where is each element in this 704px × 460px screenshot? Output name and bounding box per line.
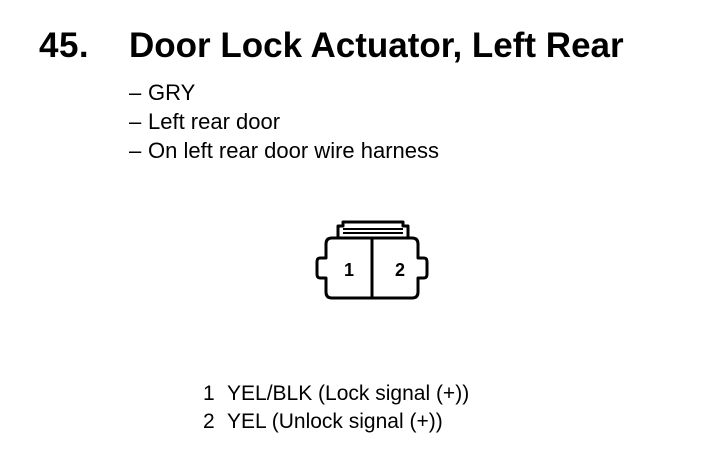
pinout-list: 1 YEL/BLK (Lock signal (+)) 2 YEL (Unlock … <box>203 380 683 436</box>
pin-description: YEL/BLK (Lock signal (+)) <box>227 382 470 405</box>
connector-face-illustration: 1 2 <box>315 220 429 300</box>
connector-color: GRY <box>148 80 196 105</box>
pin-number: 2 <box>203 410 215 433</box>
connector-harness: On left rear door wire harness <box>148 138 440 163</box>
bullet-dash: – <box>129 109 142 134</box>
pinout-row: 2 YEL (Unlock signal (+)) <box>203 408 683 436</box>
bullet-dash: – <box>129 138 142 163</box>
component-number: 45. <box>39 26 90 65</box>
connector-location-line: –Left rear door <box>129 107 689 136</box>
terminal-1-label: 1 <box>344 260 354 280</box>
terminal-2-label: 2 <box>395 260 405 280</box>
component-heading: 45. Door Lock Actuator, Left Rear <box>0 22 704 72</box>
pin-description: YEL (Unlock signal (+)) <box>227 410 443 433</box>
pin-number: 1 <box>203 382 215 405</box>
connector-locking-tab <box>336 220 410 238</box>
connector-color-line: –GRY <box>129 78 689 107</box>
pinout-row: 1 YEL/BLK (Lock signal (+)) <box>203 380 683 408</box>
bullet-dash: – <box>129 80 142 105</box>
connector-harness-line: –On left rear door wire harness <box>129 136 689 165</box>
connector-diagram: 1 2 <box>300 218 444 304</box>
connector-location: Left rear door <box>148 109 281 134</box>
component-title: Door Lock Actuator, Left Rear <box>129 26 624 65</box>
connector-details: –GRY –Left rear door –On left rear door … <box>129 78 689 165</box>
